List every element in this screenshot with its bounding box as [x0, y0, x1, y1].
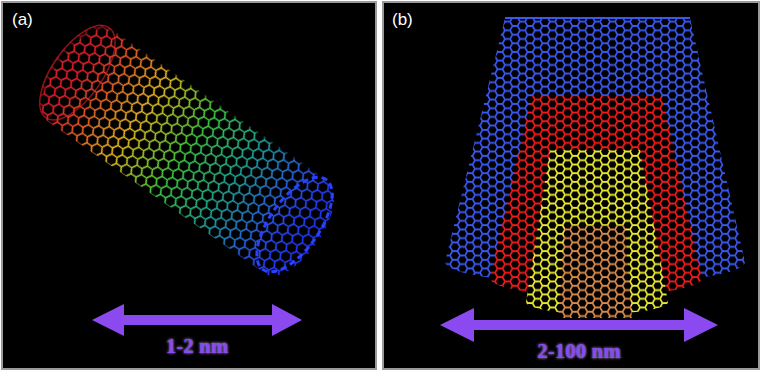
dimension-label: 2-100 nm	[537, 339, 620, 364]
dimension-label: 1-2 nm	[166, 334, 228, 359]
panel-label: (b)	[392, 10, 413, 30]
panel-label: (a)	[12, 10, 33, 30]
